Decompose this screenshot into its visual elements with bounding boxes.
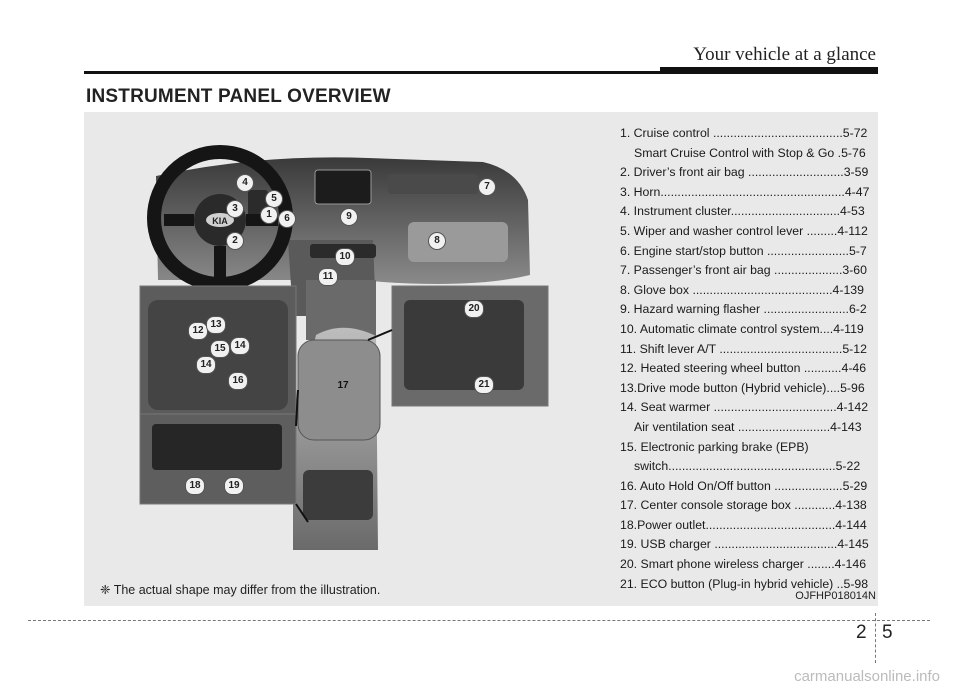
watermark: carmanualsonline.info (794, 668, 940, 685)
legend-item: 21. ECO button (Plug-in hybrid vehicle) … (620, 576, 869, 591)
legend-item: 2. Driver’s front air bag ..............… (620, 165, 869, 180)
callout-1: 1 (260, 206, 278, 224)
callout-2: 2 (226, 232, 244, 250)
disclaimer-note: ❈ The actual shape may differ from the i… (100, 583, 381, 597)
callout-18: 18 (185, 477, 205, 495)
footer-divider (875, 613, 876, 663)
callout-11: 11 (318, 268, 338, 286)
callout-19: 19 (224, 477, 244, 495)
legend-subitem: Smart Cruise Control with Stop & Go .5-7… (634, 145, 866, 160)
callout-21: 21 (474, 376, 494, 394)
callout-9: 9 (340, 208, 358, 226)
callout-8: 8 (428, 232, 446, 250)
legend-item: 7. Passenger’s front air bag ...........… (620, 263, 867, 278)
legend-item: 8. Glove box ...........................… (620, 282, 864, 297)
legend-item: 14. Seat warmer ........................… (620, 400, 869, 415)
legend-item: 17. Center console storage box .........… (620, 498, 867, 513)
legend-list: 1. Cruise control ......................… (620, 124, 878, 594)
callout-20: 20 (464, 300, 484, 318)
callout-10: 10 (335, 248, 355, 266)
legend-item: 13.Drive mode button (Hybrid vehicle)...… (620, 380, 865, 395)
callout-17: 17 (337, 380, 349, 391)
callout-7: 7 (478, 178, 496, 196)
callout-6: 6 (278, 210, 296, 228)
header-rule-accent (660, 67, 878, 74)
callout-4: 4 (236, 174, 254, 192)
callout-14-a: 14 (230, 337, 250, 355)
legend-item: 18.Power outlet.........................… (620, 517, 867, 532)
legend-subitem: Air ventilation seat ...................… (634, 419, 862, 434)
callout-13: 13 (206, 316, 226, 334)
section-title: INSTRUMENT PANEL OVERVIEW (86, 86, 391, 107)
footer-rule (28, 620, 930, 621)
callout-15: 15 (210, 340, 230, 358)
legend-item: 5. Wiper and washer control lever ......… (620, 223, 868, 238)
callout-3: 3 (226, 200, 244, 218)
legend-item: 20. Smart phone wireless charger .......… (620, 557, 867, 572)
page-number: 5 (882, 622, 893, 643)
legend-item: 1. Cruise control ......................… (620, 126, 868, 140)
instrument-panel-illustration: KIA (139, 145, 549, 550)
kia-badge: KIA (212, 216, 228, 226)
legend-item: 11. Shift lever A/T ....................… (620, 341, 867, 356)
legend-item: 12. Heated steering wheel button .......… (620, 361, 867, 376)
legend-item: 19. USB charger ........................… (620, 537, 869, 552)
legend-item: 10. Automatic climate control system....… (620, 321, 864, 336)
callout-14-b: 14 (196, 356, 216, 374)
header-title: Your vehicle at a glance (693, 44, 876, 65)
legend-item: 9. Hazard warning flasher ..............… (620, 302, 867, 317)
callout-12: 12 (188, 322, 208, 340)
figure-code: OJFHP018014N (795, 590, 876, 602)
legend-item: 6. Engine start/stop button ............… (620, 243, 867, 258)
chapter-number: 2 (856, 622, 867, 643)
legend-subitem: switch..................................… (634, 459, 861, 474)
legend-item: 4. Instrument cluster...................… (620, 204, 865, 219)
legend-item: 3. Horn.................................… (620, 184, 870, 199)
legend-item: 15. Electronic parking brake (EPB) (620, 439, 809, 454)
header-rule (84, 71, 878, 74)
legend-item: 16. Auto Hold On/Off button ............… (620, 478, 868, 493)
callout-16: 16 (228, 372, 248, 390)
